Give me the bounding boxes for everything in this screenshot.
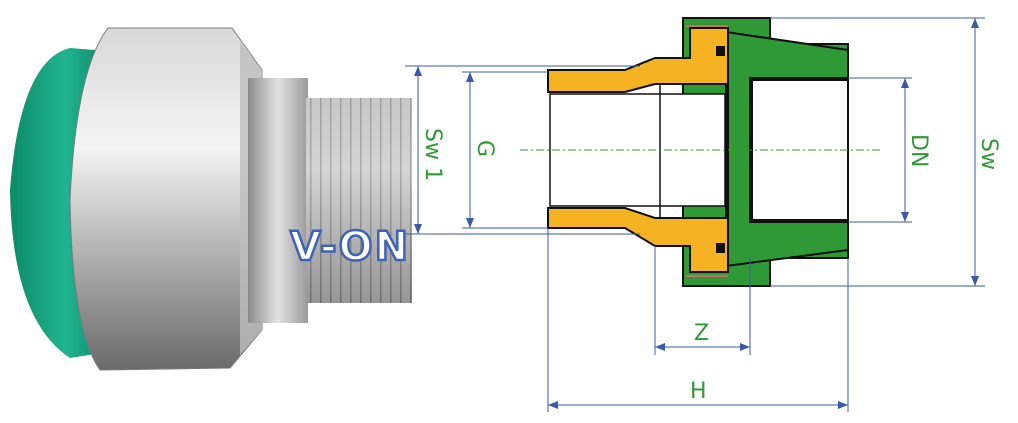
- socket-body: [725, 30, 849, 268]
- thread-shade: [306, 98, 412, 303]
- label-h: H: [690, 379, 707, 404]
- brand-logo: V-ON: [290, 224, 410, 270]
- brass-insert: [547, 27, 729, 273]
- label-sw: Sw: [976, 138, 1001, 170]
- label-dn: DN: [906, 134, 931, 167]
- fitting-photo: [10, 27, 412, 371]
- dimension-lines: [405, 17, 985, 412]
- label-g: G: [472, 140, 497, 157]
- hex-neck: [248, 78, 308, 323]
- label-z: Z: [694, 321, 709, 346]
- hex-nut-body: [69, 27, 263, 371]
- label-sw1: Sw 1: [420, 128, 445, 181]
- seal-bottom: [716, 243, 725, 253]
- cross-section: [520, 17, 880, 287]
- dimension-arrows: [414, 18, 979, 409]
- seal-top: [716, 46, 725, 56]
